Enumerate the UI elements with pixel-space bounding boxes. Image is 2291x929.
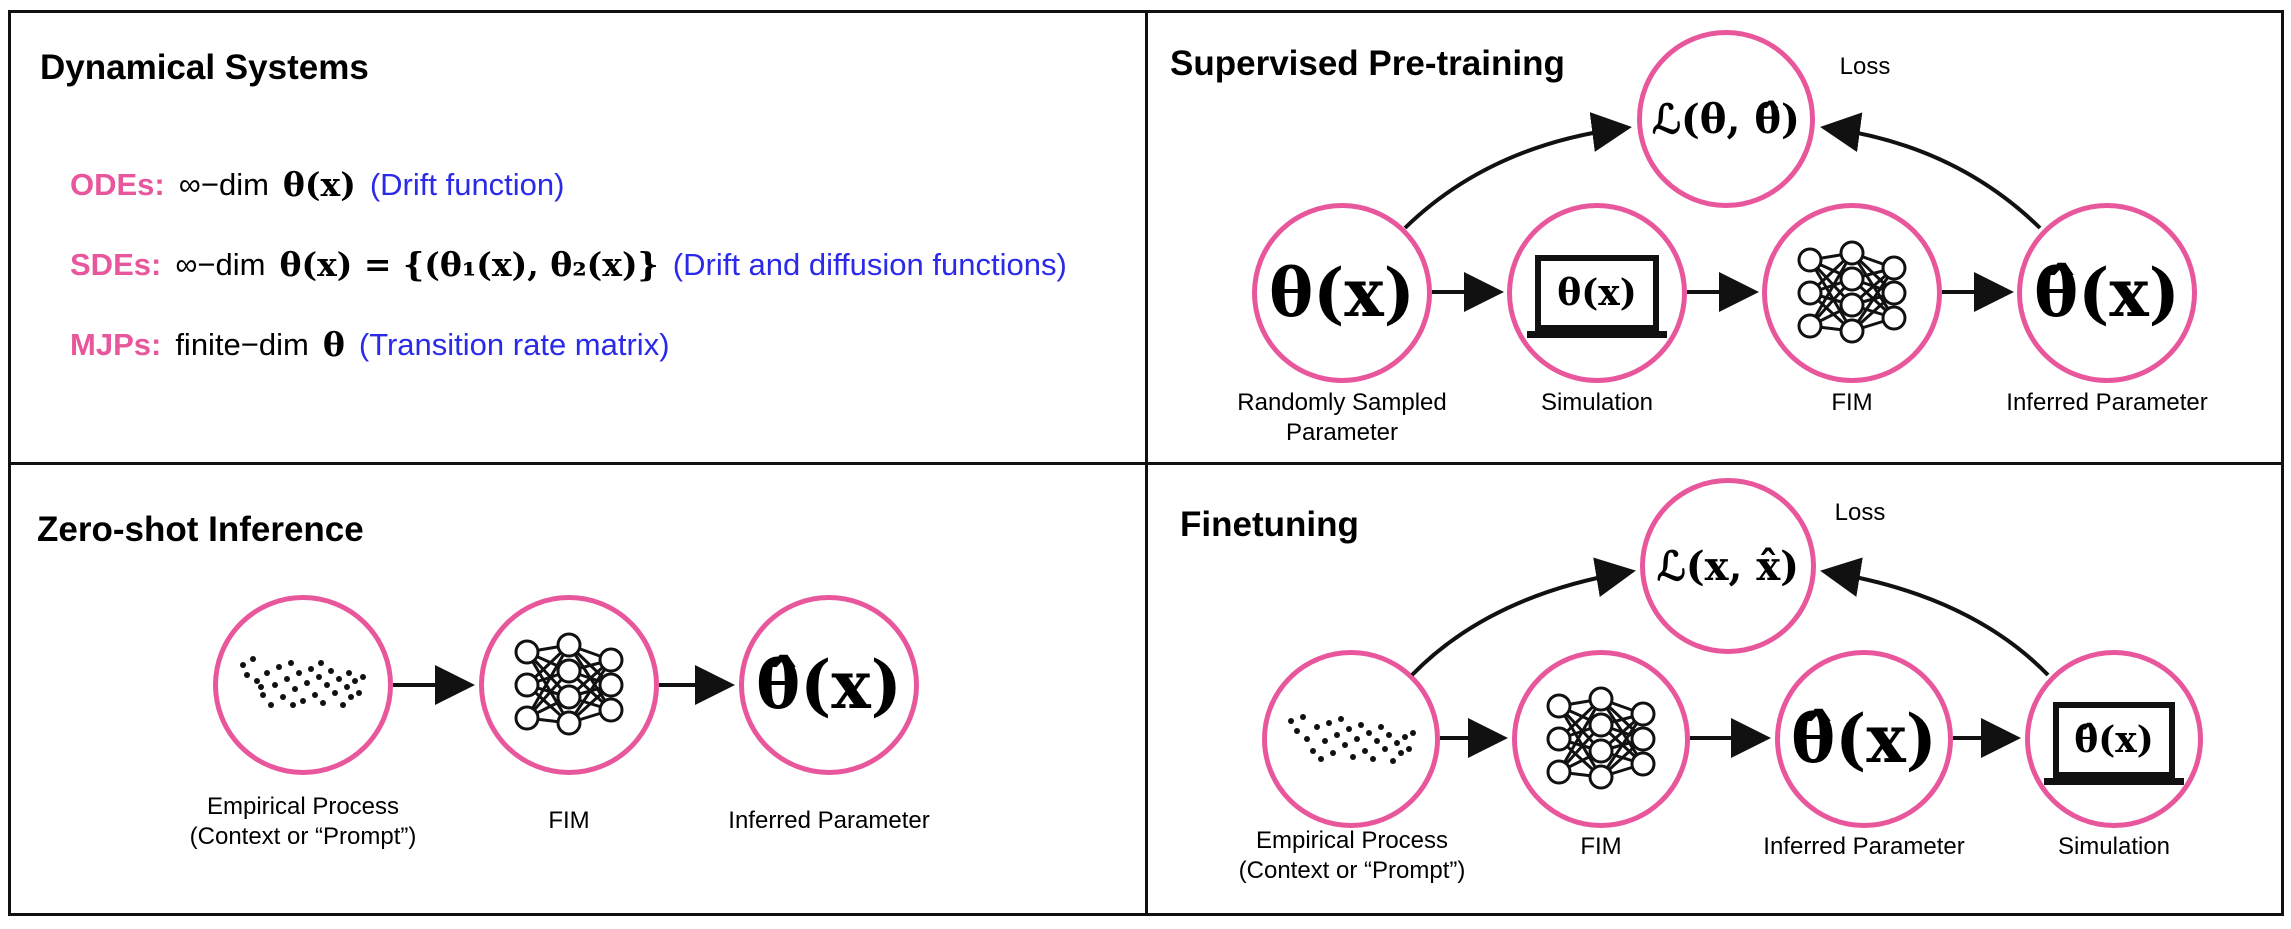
sde-label: SDEs:	[70, 246, 162, 282]
pretraining-simulation-caption: Simulation	[1540, 389, 1654, 416]
pretraining-inferred-caption: Inferred Parameter	[2006, 389, 2208, 416]
mjp-label: MJPs:	[70, 326, 162, 362]
zeroshot-inferred-node: θ̂(x)	[739, 595, 919, 775]
laptop-base	[1527, 331, 1667, 338]
ode-row: ODEs: ∞−dim θ(x) (Drift function)	[70, 165, 565, 204]
zeroshot-empirical-caption: Empirical Process (Context or “Prompt”)	[189, 793, 417, 850]
pretraining-loss-label: Loss	[1839, 53, 1891, 80]
finetuning-loss-node: ℒ(x, x̂)	[1640, 478, 1816, 654]
finetuning-sim-expr: θ̂(x)	[2074, 719, 2154, 761]
finetuning-title: Finetuning	[1180, 505, 1359, 544]
pretraining-fim-node	[1762, 203, 1942, 383]
zeroshot-fim-caption: FIM	[548, 807, 590, 834]
finetuning-fim-node	[1512, 650, 1690, 828]
pretraining-inferred-node: θ̂(x)	[2017, 203, 2197, 383]
scatter-points-icon	[1288, 714, 1416, 764]
finetuning-fim-caption: FIM	[1580, 833, 1622, 860]
mjp-note: (Transition rate matrix)	[358, 326, 670, 362]
laptop-icon: θ(x)	[1535, 255, 1659, 331]
finetuning-inferred-expr: θ̂(x)	[1791, 700, 1937, 778]
arrow-sim-to-loss	[1820, 557, 2050, 677]
arrow-param-to-loss	[1403, 112, 1632, 230]
pretraining-inferred-expr: θ̂(x)	[2034, 254, 2180, 332]
laptop-icon: θ̂(x)	[2053, 702, 2175, 778]
finetuning-inferred-node: θ̂(x)	[1775, 650, 1953, 828]
pretraining-loss-expr: ℒ(θ, θ̂)	[1652, 95, 1800, 143]
zeroshot-title: Zero-shot Inference	[37, 510, 364, 549]
zeroshot-empirical-node	[213, 595, 393, 775]
neural-network-icon	[1546, 686, 1656, 790]
pretraining-simulation-node: θ(x)	[1507, 203, 1687, 383]
arrow-inferred-to-loss	[1820, 112, 2042, 230]
pretraining-param-expr: θ(x)	[1269, 254, 1415, 332]
horizontal-divider	[8, 462, 2284, 465]
zeroshot-inferred-expr: θ̂(x)	[756, 646, 902, 724]
ode-expr: θ(x)	[282, 165, 356, 204]
ode-dim: ∞−dim	[178, 166, 269, 202]
mjp-expr: θ	[322, 325, 345, 364]
pretraining-loss-node: ℒ(θ, θ̂)	[1637, 30, 1815, 208]
finetuning-simulation-node: θ̂(x)	[2025, 650, 2203, 828]
finetuning-inferred-caption: Inferred Parameter	[1763, 833, 1965, 860]
neural-network-icon	[1797, 240, 1907, 344]
sde-row: SDEs: ∞−dim θ(x) = {(θ₁(x), θ₂(x)} (Drif…	[70, 245, 1067, 284]
pretraining-sim-expr: θ(x)	[1557, 272, 1637, 314]
mjp-dim: finite−dim	[175, 326, 309, 362]
finetuning-loss-expr: ℒ(x, x̂)	[1656, 542, 1800, 590]
finetuning-empirical-node	[1262, 650, 1440, 828]
ode-label: ODEs:	[70, 166, 165, 202]
sde-note: (Drift and diffusion functions)	[672, 246, 1067, 282]
ode-note: (Drift function)	[369, 166, 565, 202]
scatter-points-icon	[240, 656, 366, 708]
finetuning-loss-label: Loss	[1834, 499, 1886, 526]
zeroshot-fim-node	[479, 595, 659, 775]
sde-dim: ∞−dim	[175, 246, 266, 282]
pretraining-param-caption: Randomly Sampled Parameter	[1237, 389, 1447, 446]
sde-expr: θ(x) = {(θ₁(x), θ₂(x)}	[279, 245, 659, 284]
finetuning-simulation-caption: Simulation	[2057, 833, 2171, 860]
pretraining-title: Supervised Pre-training	[1170, 44, 1565, 83]
zeroshot-inferred-caption: Inferred Parameter	[728, 807, 930, 834]
mjp-row: MJPs: finite−dim θ (Transition rate matr…	[70, 325, 670, 364]
arrow-empirical-to-loss	[1410, 557, 1636, 677]
pretraining-fim-caption: FIM	[1831, 389, 1873, 416]
dynamical-systems-title: Dynamical Systems	[40, 48, 369, 87]
pretraining-param-node: θ(x)	[1252, 203, 1432, 383]
laptop-base	[2044, 778, 2184, 785]
neural-network-icon	[514, 632, 624, 736]
finetuning-empirical-caption: Empirical Process (Context or “Prompt”)	[1238, 827, 1466, 884]
